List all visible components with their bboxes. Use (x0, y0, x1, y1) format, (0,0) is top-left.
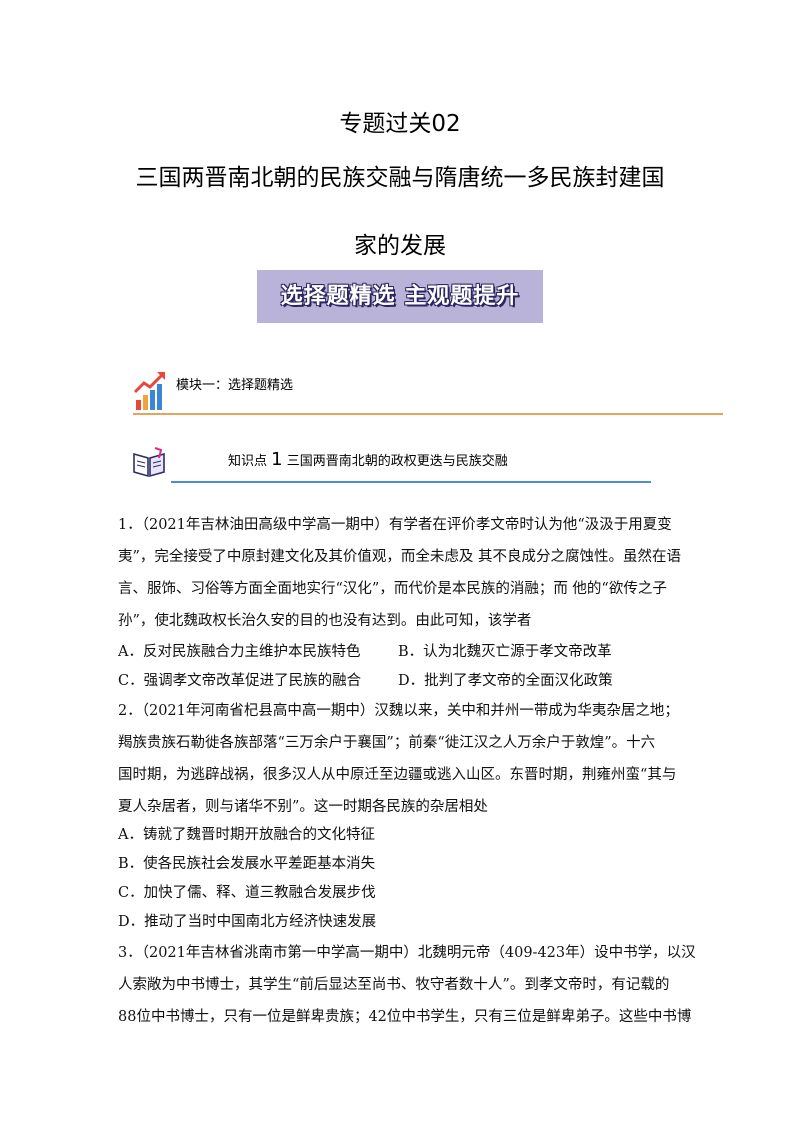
q3-line-3: 88位中书博士，只有一位是鲜卑贵族；42位中书学生，只有三位是鲜卑弟子。这些中书… (118, 1009, 692, 1025)
q2-option-a[interactable]: A．铸就了魏晋时期开放融合的文化特征 (118, 827, 375, 843)
section-banner: 选择题精选 主观题提升 (257, 270, 543, 323)
q1-option-b[interactable]: B．认为北魏灭亡源于孝文帝改革 (398, 644, 612, 660)
module-divider (133, 413, 723, 415)
q1-line-2: 夷”，完全接受了中原封建文化及其价值观，而全未虑及 其不良成分之腐蚀性。虽然在语 (118, 549, 682, 565)
q1-option-c[interactable]: C．强调孝文帝改革促进了民族的融合 (118, 673, 362, 689)
q3-line-2: 人索敞为中书博士，其学生“前后显达至尚书、牧守者数十人”。到孝文帝时，有记载的 (118, 977, 670, 993)
q1-option-d[interactable]: D．批判了孝文帝的全面汉化政策 (398, 673, 613, 689)
knowledge-point-label: 知识点 1 三国两晋南北朝的政权更迭与民族交融 (228, 449, 508, 470)
q2-option-b[interactable]: B．使各民族社会发展水平差距基本消失 (118, 856, 376, 872)
kp-prefix: 知识点 (228, 454, 268, 469)
q2-option-d[interactable]: D．推动了当时中国南北方经济快速发展 (118, 914, 377, 930)
q1-line-1: 1．（2021年吉林油田高级中学高一期中）有学者在评价孝文帝时认为他“汲汲于用夏… (118, 517, 672, 533)
q2-line-2: 羯族贵族石勒徙各族部落“三万余户于襄国”；前秦“徙江汉之人万余户于敦煌”。十六 (118, 735, 656, 751)
banner-text: 选择题精选 主观题提升 (280, 284, 520, 309)
open-book-icon (133, 447, 165, 478)
kp-text: 三国两晋南北朝的政权更迭与民族交融 (286, 454, 508, 469)
growth-chart-icon (133, 372, 165, 410)
q1-line-4: 孙”，使北魏政权长治久安的目的也没有达到。由此可知，该学者 (118, 613, 532, 629)
title-line-1: 专题过关02 (339, 111, 461, 137)
q2-line-4: 夏人杂居者，则与诸华不别”。这一时期各民族的杂居相处 (118, 799, 488, 815)
q2-line-3: 国时期，为逃辟战祸，很多汉人从中原迁至边疆或逃入山区。东晋时期，荆雍州蛮“其与 (118, 767, 677, 783)
q2-option-c[interactable]: C．加快了儒、释、道三教融合发展步伐 (118, 885, 376, 901)
title-line-2: 三国两晋南北朝的民族交融与隋唐统一多民族封建国 (135, 165, 665, 191)
q1-option-a[interactable]: A．反对民族融合力主维护本民族特色 (118, 644, 361, 660)
q2-line-1: 2．（2021年河南省杞县高中高一期中）汉魏以来，关中和并州一带成为华夷杂居之地… (118, 703, 679, 719)
module-label: 模块一：选择题精选 (176, 378, 294, 393)
knowledge-point-divider (171, 481, 651, 483)
q3-line-1: 3．（2021年吉林省洮南市第一中学高一期中）北魏明元帝（409-423年）设中… (118, 945, 696, 961)
kp-number: 1 (271, 449, 283, 470)
title-line-3: 家的发展 (354, 233, 446, 259)
q1-line-3: 言、服饰、习俗等方面全面地实行“汉化”，而代价是本民族的消融；而 他的“欲传之子 (118, 581, 667, 597)
